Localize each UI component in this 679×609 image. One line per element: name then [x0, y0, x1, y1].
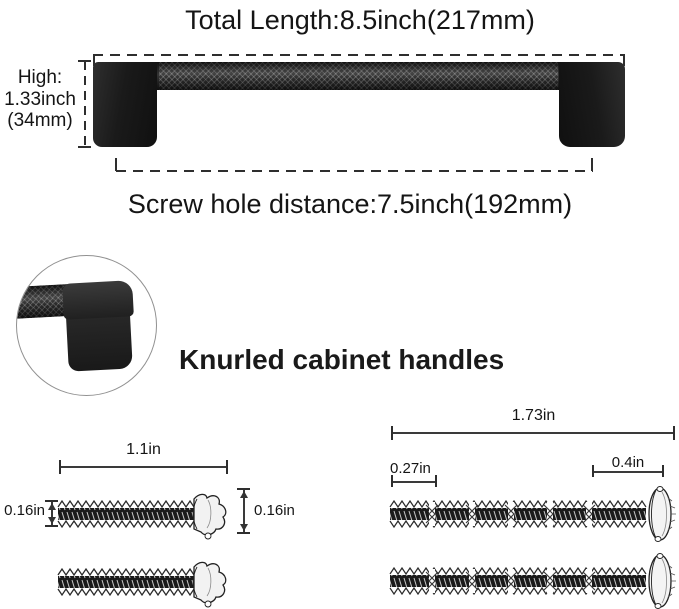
dimension-tick [623, 54, 625, 66]
dimension-tick [391, 475, 393, 487]
dimension-tick [592, 465, 594, 477]
screw-head [648, 553, 676, 609]
dimension-tick [115, 158, 117, 171]
detail-foot-cap [62, 280, 134, 320]
long-screw-image [389, 553, 676, 609]
last-segment-line [593, 471, 663, 473]
screw-joints [425, 502, 596, 526]
long-screw-length-line [392, 432, 675, 434]
dimension-tick [435, 475, 437, 487]
short-screw-image [57, 493, 227, 540]
screw-head [192, 493, 227, 540]
dimension-tick [591, 158, 593, 171]
first-segment-label: 0.27in [390, 460, 431, 477]
knurl-texture [159, 62, 558, 90]
handle-left-foot [93, 62, 157, 147]
dimension-tick [78, 146, 91, 148]
dimension-tick [391, 426, 393, 440]
arrow-down-icon [48, 517, 56, 524]
screw-distance-dimension-line [116, 170, 593, 172]
head-diameter-label: 0.16in [254, 502, 295, 519]
dimension-tick [226, 460, 228, 474]
height-label-line2: 1.33inch [4, 88, 76, 110]
dimension-tick [93, 54, 95, 66]
last-segment-label: 0.4in [611, 454, 645, 471]
total-length-label: Total Length:8.5inch(217mm) [185, 5, 535, 35]
dimension-tick [45, 500, 58, 502]
height-label: High: 1.33inch (34mm) [0, 67, 80, 132]
dimension-tick [45, 525, 58, 527]
screw-distance-label: Screw hole distance:7.5inch(192mm) [127, 189, 573, 219]
arrow-up-icon [48, 503, 56, 510]
rod-diameter-line [51, 501, 53, 527]
detail-circle [16, 255, 157, 396]
screw-joints [425, 569, 596, 593]
rod-diameter-label: 0.16in [4, 502, 45, 519]
dimension-tick [662, 465, 664, 477]
head-diameter-line [243, 489, 245, 534]
height-label-line1: High: [17, 67, 63, 88]
dimension-tick [59, 460, 61, 474]
handle-right-foot [559, 62, 625, 147]
arrow-up-icon [240, 491, 248, 498]
short-screw-length-label: 1.1in [126, 441, 161, 458]
dimension-tick [237, 532, 250, 534]
dimension-tick [78, 60, 91, 62]
first-segment-line [392, 481, 437, 483]
screw-thread [57, 567, 195, 597]
height-label-line3: (34mm) [7, 110, 73, 131]
screw-head [192, 561, 227, 608]
screw-thread [57, 499, 195, 529]
detail-caption: Knurled cabinet handles [179, 344, 505, 375]
dimension-tick [237, 488, 250, 490]
screw-head [648, 486, 676, 542]
short-screw-length-line [60, 466, 227, 468]
long-screw-image [389, 486, 676, 542]
dimension-tick [673, 426, 675, 440]
arrow-down-icon [240, 524, 248, 531]
height-dimension-line [84, 61, 86, 148]
long-screw-length-label: 1.73in [511, 407, 556, 424]
short-screw-image [57, 561, 227, 608]
total-length-dimension-line [93, 54, 625, 56]
